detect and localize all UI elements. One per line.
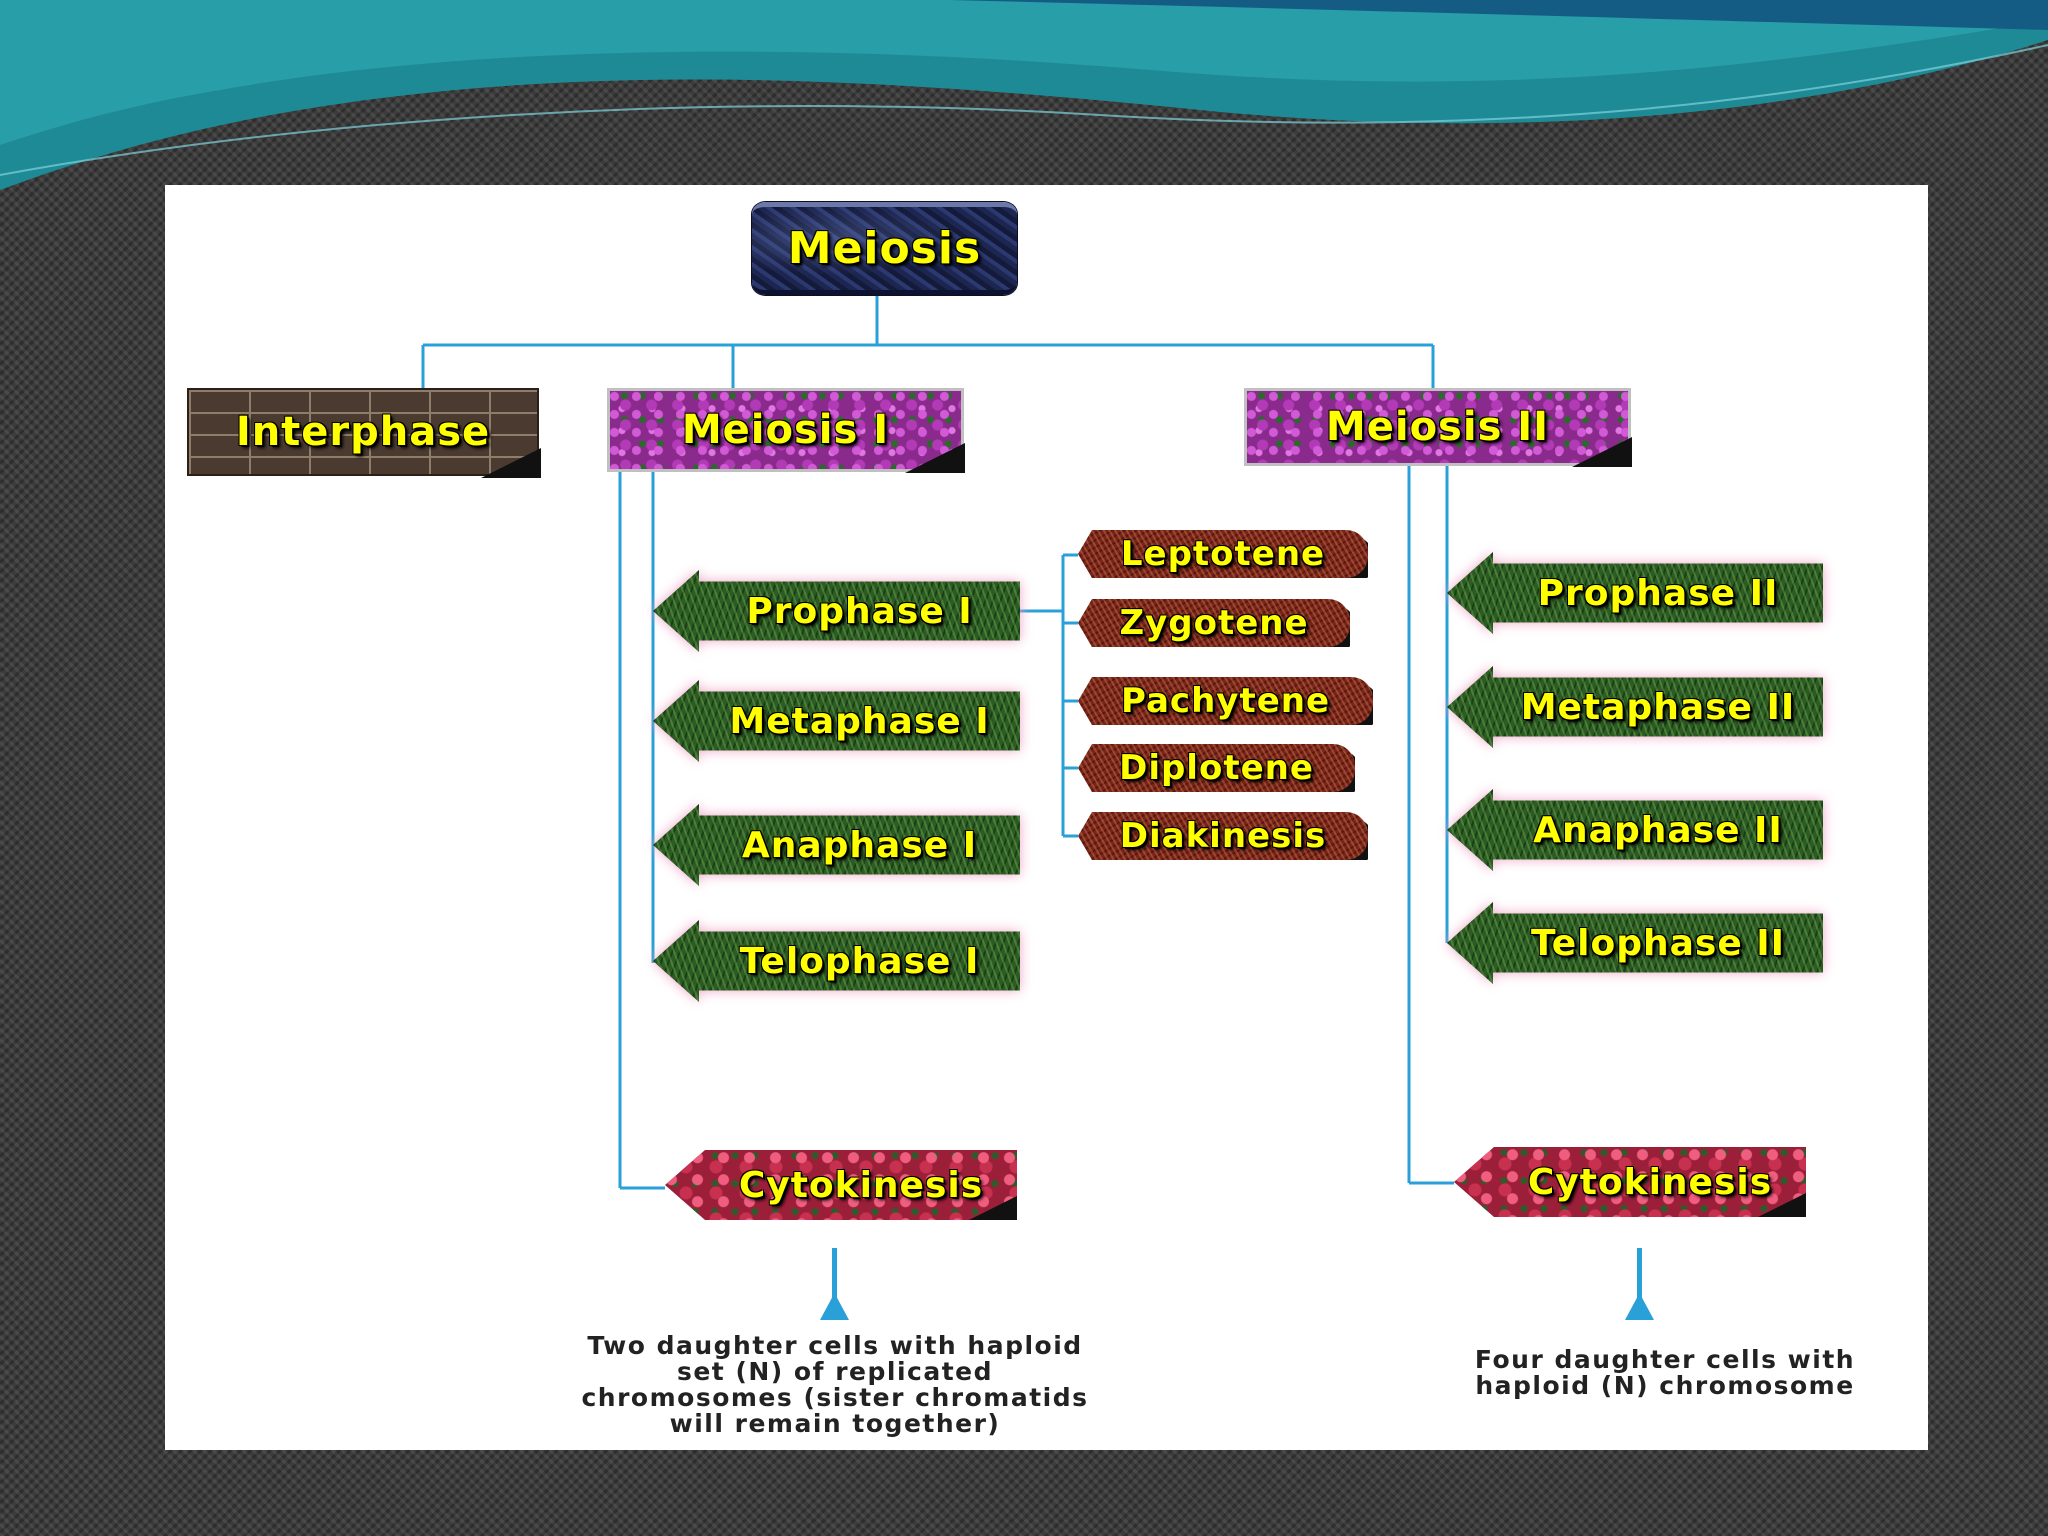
caption-2-line: haploid (N) chromosome	[1475, 1371, 1855, 1400]
meiosis-1-node: Meiosis I	[607, 388, 964, 472]
meiosis-2-result-caption: Four daughter cells with haploid (N) chr…	[1450, 1347, 1880, 1399]
meiosis-1-result-caption: Two daughter cells with haploid set (N) …	[495, 1333, 1175, 1437]
leptotene-label: Leptotene	[1120, 534, 1326, 574]
slide-canvas: Meiosis Interphase Meiosis I Meiosis II …	[165, 185, 1928, 1450]
interphase-node: Interphase	[187, 388, 539, 476]
anaphase-2-wrap: Anaphase II	[1447, 789, 1823, 871]
prophase-2-wrap: Prophase II	[1447, 552, 1823, 634]
metaphase-2-wrap: Metaphase II	[1447, 666, 1823, 748]
anaphase-2-arrow: Anaphase II	[1447, 789, 1823, 871]
caption-1-line: chromosomes (sister chromatids	[581, 1383, 1089, 1412]
diakinesis-label: Diakinesis	[1119, 816, 1327, 856]
metaphase-2-arrow: Metaphase II	[1447, 666, 1823, 748]
caption-1-line: Two daughter cells with haploid	[587, 1331, 1083, 1360]
meiosis-2-label: Meiosis II	[1325, 404, 1550, 450]
pachytene-stage: Pachytene	[1078, 677, 1373, 725]
anaphase-1-label: Anaphase I	[741, 824, 978, 866]
telophase-1-arrow: Telophase I	[653, 920, 1020, 1002]
connector-lines	[421, 295, 1654, 1320]
diplotene-label: Diplotene	[1119, 748, 1314, 788]
meiosis-title-node: Meiosis	[752, 202, 1017, 295]
caption-1-line: will remain together)	[669, 1409, 1001, 1438]
zygotene-label: Zygotene	[1119, 603, 1309, 643]
metaphase-1-label: Metaphase I	[729, 700, 990, 742]
telophase-2-label: Telophase II	[1530, 922, 1786, 964]
prophase-2-label: Prophase II	[1537, 572, 1779, 614]
telophase-1-wrap: Telophase I	[653, 920, 1020, 1002]
cytokinesis-2-node: Cytokinesis	[1454, 1147, 1806, 1217]
cytokinesis-1-node: Cytokinesis	[665, 1150, 1017, 1220]
prophase-2-arrow: Prophase II	[1447, 552, 1823, 634]
diakinesis-stage: Diakinesis	[1078, 812, 1368, 860]
prophase-1-wrap: Prophase I	[653, 570, 1020, 652]
telophase-2-wrap: Telophase II	[1447, 902, 1823, 984]
prophase-1-arrow: Prophase I	[653, 570, 1020, 652]
pachytene-label: Pachytene	[1120, 681, 1331, 721]
anaphase-1-wrap: Anaphase I	[653, 804, 1020, 886]
anaphase-2-label: Anaphase II	[1533, 809, 1783, 851]
prophase-1-label: Prophase I	[746, 590, 973, 632]
meiosis-title-label: Meiosis	[787, 223, 982, 274]
zygotene-stage: Zygotene	[1078, 599, 1350, 647]
cytokinesis-2-label: Cytokinesis	[1527, 1161, 1773, 1203]
caption-2-line: Four daughter cells with	[1474, 1345, 1856, 1374]
metaphase-1-arrow: Metaphase I	[653, 680, 1020, 762]
caption-1-line: set (N) of replicated	[676, 1357, 994, 1386]
meiosis-2-node: Meiosis II	[1244, 388, 1631, 466]
interphase-label: Interphase	[235, 409, 491, 455]
header-wave-decoration	[0, 0, 2048, 190]
anaphase-1-arrow: Anaphase I	[653, 804, 1020, 886]
metaphase-1-wrap: Metaphase I	[653, 680, 1020, 762]
meiosis-1-label: Meiosis I	[681, 407, 890, 453]
telophase-2-arrow: Telophase II	[1447, 902, 1823, 984]
leptotene-stage: Leptotene	[1078, 530, 1368, 578]
telophase-1-label: Telophase I	[739, 940, 980, 982]
metaphase-2-label: Metaphase II	[1520, 686, 1796, 728]
diplotene-stage: Diplotene	[1078, 744, 1355, 792]
cytokinesis-1-label: Cytokinesis	[738, 1164, 984, 1206]
